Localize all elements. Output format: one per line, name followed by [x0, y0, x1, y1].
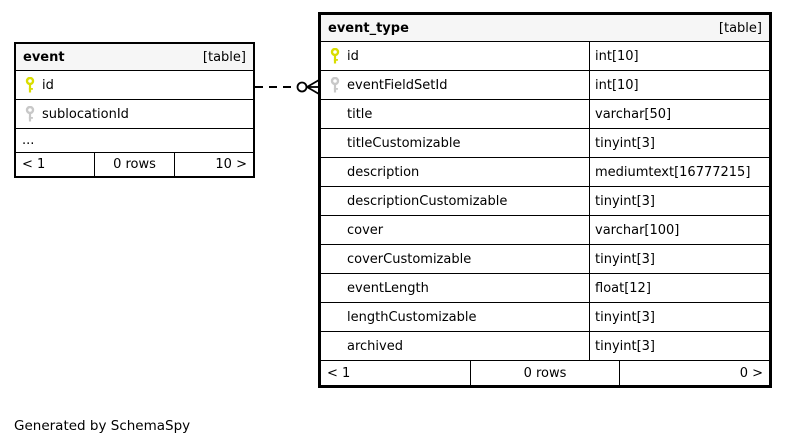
column-type: float[12]	[589, 274, 769, 302]
column-row-title[interactable]: title varchar[50]	[321, 100, 769, 129]
table-title: event_type	[328, 20, 409, 36]
row-count: 0 rows	[469, 361, 621, 385]
table-event-footer: < 1 0 rows 10 >	[16, 153, 253, 176]
column-row-description[interactable]: description mediumtext[16777215]	[321, 158, 769, 187]
pager-prev[interactable]: < 1	[22, 157, 46, 172]
pager-next[interactable]: 0 >	[739, 365, 764, 381]
column-row-eventLength[interactable]: eventLength float[12]	[321, 274, 769, 303]
column-row-id[interactable]: id int[10]	[321, 42, 769, 71]
column-row-cover[interactable]: cover varchar[100]	[321, 216, 769, 245]
table-event-header[interactable]: event [table]	[16, 44, 253, 71]
column-name: title	[347, 106, 373, 122]
column-row-coverCustomizable[interactable]: coverCustomizable tinyint[3]	[321, 245, 769, 274]
table-event-type-header[interactable]: event_type [table]	[321, 15, 769, 42]
column-name: description	[347, 164, 420, 180]
column-name-cell: coverCustomizable	[321, 245, 589, 273]
column-name: sublocationId	[42, 106, 129, 122]
column-name-cell: eventLength	[321, 274, 589, 302]
column-name: ...	[22, 133, 35, 148]
column-name-cell: cover	[321, 216, 589, 244]
column-name: eventLength	[347, 280, 429, 296]
column-row-sublocationId[interactable]: sublocationId	[16, 100, 253, 129]
primary-key-icon	[330, 48, 340, 64]
pager-next[interactable]: 10 >	[215, 157, 247, 172]
table-type-badge: [table]	[718, 20, 762, 36]
primary-key-icon	[25, 77, 35, 93]
column-type: tinyint[3]	[589, 187, 769, 215]
column-name: coverCustomizable	[347, 251, 472, 267]
column-row-id[interactable]: id	[16, 71, 253, 100]
column-name: id	[42, 77, 54, 93]
generated-by-note: Generated by SchemaSpy	[14, 418, 191, 434]
column-name: descriptionCustomizable	[347, 193, 508, 209]
table-title: event	[23, 49, 65, 65]
column-name-cell: titleCustomizable	[321, 129, 589, 157]
column-name: lengthCustomizable	[347, 309, 477, 325]
column-name: id	[347, 48, 359, 64]
column-name-cell: sublocationId	[16, 100, 253, 128]
column-type: mediumtext[16777215]	[589, 158, 769, 186]
foreign-key-icon	[25, 106, 35, 122]
row-count: 0 rows	[94, 153, 175, 176]
column-type: tinyint[3]	[589, 245, 769, 273]
column-row-descriptionCustomizable[interactable]: descriptionCustomizable tinyint[3]	[321, 187, 769, 216]
column-name-cell: eventFieldSetId	[321, 71, 589, 99]
column-name-cell: description	[321, 158, 589, 186]
table-type-badge: [table]	[202, 49, 246, 65]
table-node-event[interactable]: event [table] id sublocationId... < 1 0 r…	[14, 42, 255, 178]
column-name: archived	[347, 338, 403, 354]
column-name-cell: descriptionCustomizable	[321, 187, 589, 215]
column-name-cell: ...	[16, 129, 253, 152]
column-name: titleCustomizable	[347, 135, 461, 151]
column-name-cell: title	[321, 100, 589, 128]
pager-prev[interactable]: < 1	[327, 365, 351, 381]
foreign-key-icon	[330, 77, 340, 93]
column-row-ellipsis[interactable]: ...	[16, 129, 253, 153]
column-row-archived[interactable]: archived tinyint[3]	[321, 332, 769, 361]
column-name: eventFieldSetId	[347, 77, 448, 93]
column-name-cell: archived	[321, 332, 589, 360]
column-type: int[10]	[589, 71, 769, 99]
column-type: varchar[100]	[589, 216, 769, 244]
column-type: int[10]	[589, 42, 769, 70]
relationship-connector	[255, 79, 320, 95]
table-event-type-footer: < 1 0 rows 0 >	[321, 361, 769, 385]
column-row-lengthCustomizable[interactable]: lengthCustomizable tinyint[3]	[321, 303, 769, 332]
column-type: varchar[50]	[589, 100, 769, 128]
column-type: tinyint[3]	[589, 303, 769, 331]
crow-foot-icon	[306, 79, 320, 95]
table-event-type-rows: id int[10] eventFieldSetId int[10] title varc…	[321, 42, 769, 361]
table-event-rows: id sublocationId...	[16, 71, 253, 153]
column-row-eventFieldSetId[interactable]: eventFieldSetId int[10]	[321, 71, 769, 100]
column-name-cell: id	[16, 71, 253, 99]
column-type: tinyint[3]	[589, 332, 769, 360]
column-name-cell: id	[321, 42, 589, 70]
column-name-cell: lengthCustomizable	[321, 303, 589, 331]
zero-cardinality-icon	[296, 81, 308, 93]
column-type: tinyint[3]	[589, 129, 769, 157]
column-row-titleCustomizable[interactable]: titleCustomizable tinyint[3]	[321, 129, 769, 158]
column-name: cover	[347, 222, 384, 238]
